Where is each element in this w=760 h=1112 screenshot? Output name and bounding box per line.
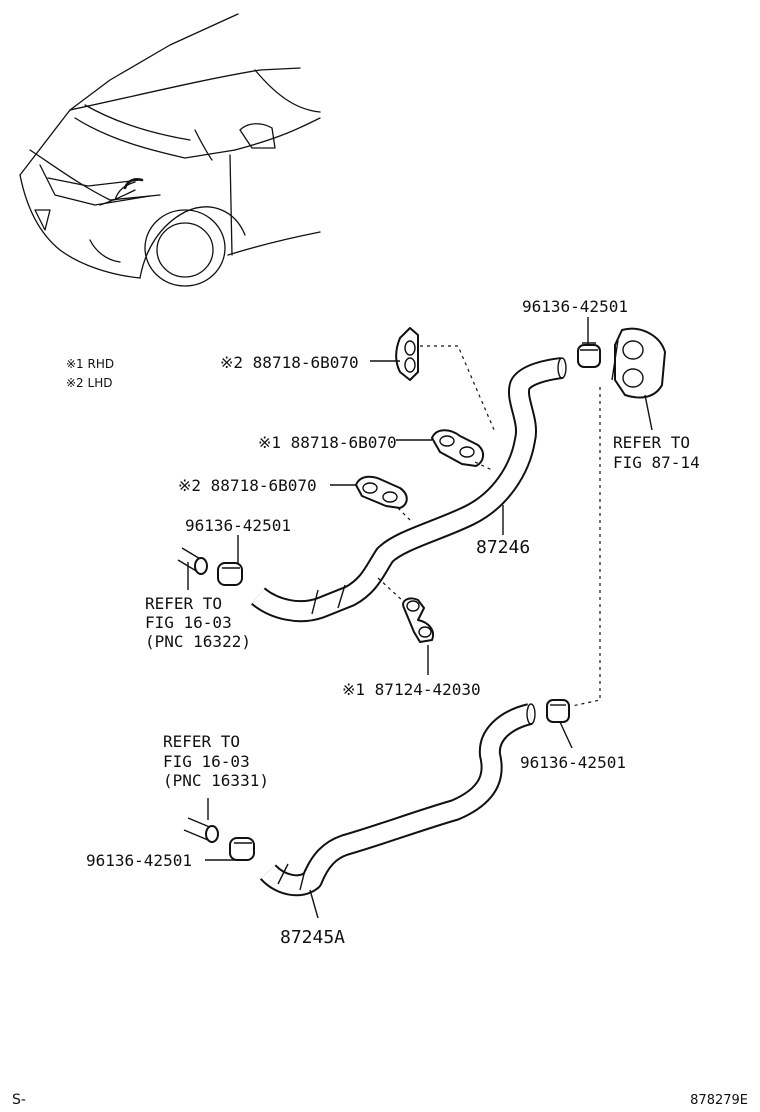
refer-line: FIG 87-14 xyxy=(613,453,700,472)
hose-clamp-lower-right xyxy=(546,699,570,723)
label-clamp-88718-top: ※2 88718-6B070 xyxy=(220,353,359,372)
grommet xyxy=(611,327,666,399)
label-hose-clamp-lower-left: 96136-42501 xyxy=(86,851,192,870)
figure-id: 878279E xyxy=(690,1093,748,1108)
refer-note-fig-16-03-b: REFER TO FIG 16-03 (PNC 16331) xyxy=(163,732,269,790)
label-hose-clamp-lower-right: 96136-42501 xyxy=(520,753,626,772)
refer-line: REFER TO xyxy=(613,433,690,452)
hose-clamp-upper-left xyxy=(217,562,243,586)
clamp-88718-top xyxy=(395,327,419,381)
refer-note-fig-16-03-a: REFER TO FIG 16-03 (PNC 16322) xyxy=(145,594,251,651)
legend-rhd: ※1 RHD xyxy=(66,357,114,371)
pipe-stub-upper xyxy=(177,547,208,575)
pipe-stub-lower xyxy=(183,817,219,843)
hose-87246 xyxy=(251,357,567,623)
refer-line: REFER TO xyxy=(163,732,240,751)
clamp-88718-low xyxy=(355,475,408,509)
hose-clamp-lower-left xyxy=(229,837,255,861)
label-clip-87124: ※1 87124-42030 xyxy=(342,680,481,699)
vehicle-illustration xyxy=(19,13,321,287)
clip-87124 xyxy=(402,597,434,643)
clamp-88718-mid xyxy=(431,429,484,467)
leader-lines xyxy=(187,317,653,919)
refer-note-fig-87-14: REFER TO FIG 87-14 xyxy=(613,433,700,472)
refer-line: (PNC 16322) xyxy=(145,632,251,651)
label-hose-87246: 87246 xyxy=(476,537,530,558)
refer-line: FIG 16-03 xyxy=(145,613,232,632)
label-clamp-88718-low: ※2 88718-6B070 xyxy=(178,476,317,495)
refer-line: REFER TO xyxy=(145,594,222,613)
label-clamp-88718-mid: ※1 88718-6B070 xyxy=(258,433,397,452)
refer-line: FIG 16-03 xyxy=(163,752,250,771)
label-hose-87245a: 87245A xyxy=(280,927,345,948)
footer-left-code: S- xyxy=(12,1092,26,1108)
label-hose-clamp-upper-left: 96136-42501 xyxy=(185,516,291,535)
legend-lhd: ※2 LHD xyxy=(66,376,112,390)
label-hose-clamp-top-right: 96136-42501 xyxy=(522,297,628,316)
hose-87245a xyxy=(259,703,536,897)
hose-clamp-top-right xyxy=(577,342,601,368)
refer-line: (PNC 16331) xyxy=(163,771,269,790)
